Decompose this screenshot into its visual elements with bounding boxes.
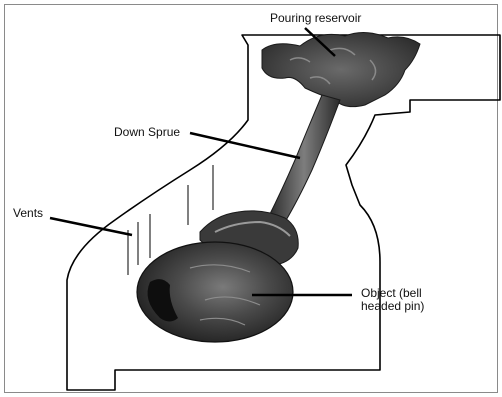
label-down-sprue: Down Sprue	[114, 126, 180, 139]
label-vents: Vents	[13, 207, 43, 220]
label-pouring-reservoir: Pouring reservoir	[270, 12, 361, 25]
arrow-vents	[50, 218, 132, 235]
label-object-line2: headed pin)	[361, 300, 481, 313]
down-sprue-metal	[268, 95, 340, 222]
label-object: Object (bell headed pin)	[361, 287, 481, 313]
arrow-down-sprue	[190, 133, 300, 158]
pouring-reservoir-metal	[262, 32, 420, 106]
